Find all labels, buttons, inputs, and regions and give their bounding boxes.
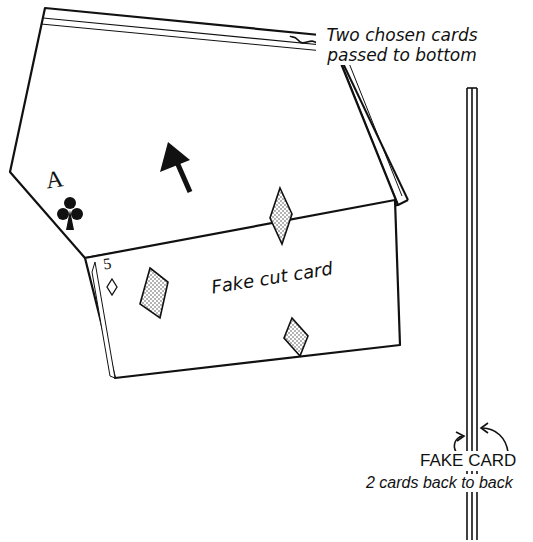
direction-arrow bbox=[160, 142, 190, 192]
callout-note: Two chosen cards passed to bottom bbox=[316, 26, 488, 65]
part-label: 2 cards back to back bbox=[364, 474, 515, 492]
pointer-arrows bbox=[454, 423, 508, 452]
card-index: A bbox=[42, 165, 67, 195]
fake-card-edge bbox=[467, 88, 477, 540]
club-symbol bbox=[57, 197, 83, 230]
part-label: FAKE CARD bbox=[418, 451, 518, 471]
fake-cut-card bbox=[85, 188, 400, 378]
card-index: 5 bbox=[100, 254, 114, 274]
leader-line bbox=[290, 36, 318, 44]
